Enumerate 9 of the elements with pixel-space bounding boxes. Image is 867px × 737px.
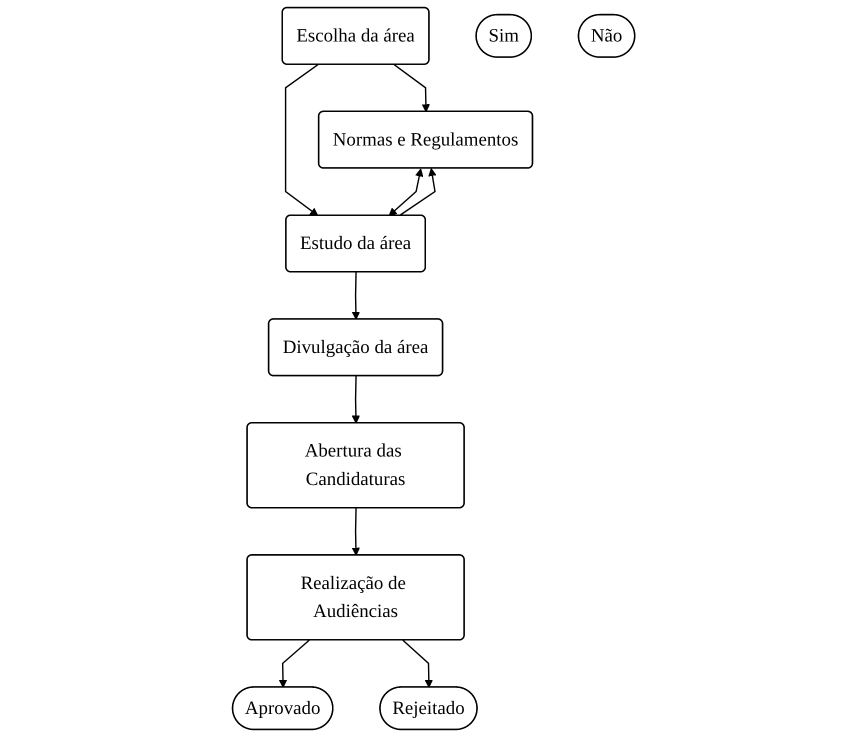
arrow <box>352 272 360 320</box>
arrow <box>402 640 433 688</box>
arrow <box>278 640 310 688</box>
arrow <box>352 508 360 556</box>
arrow <box>394 64 430 112</box>
arrow <box>388 168 424 216</box>
arrow <box>284 64 318 216</box>
arrow <box>398 168 436 216</box>
arrow <box>352 376 360 424</box>
